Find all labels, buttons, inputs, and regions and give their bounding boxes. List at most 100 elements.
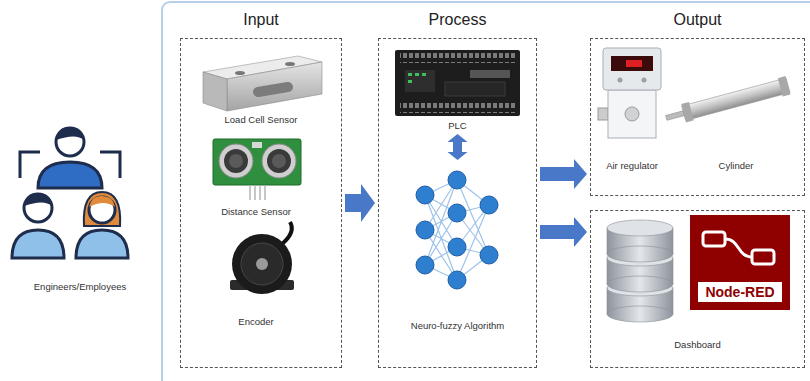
plc-picture — [395, 50, 520, 116]
node-red-logo — [725, 239, 752, 257]
air-regulator-picture — [625, 107, 639, 121]
distance-sensor-picture — [267, 149, 291, 173]
load-cell-picture — [203, 72, 227, 111]
neural-network-picture — [416, 186, 434, 204]
neural-network-picture — [425, 180, 489, 280]
neural-network-picture — [480, 196, 498, 214]
people-icon — [12, 230, 64, 258]
flow-arrow — [540, 217, 587, 247]
algorithm-item: Neuro-fuzzy Algorithm — [400, 162, 515, 332]
cylinder-picture — [681, 102, 694, 122]
distance-sensor-picture — [250, 185, 265, 200]
air-regulator-picture — [611, 56, 653, 71]
node-red-logo — [690, 215, 790, 310]
plc-picture — [415, 73, 419, 76]
plc-picture — [395, 50, 520, 116]
process-panel: PLCNeuro-fuzzy AlgorithmProcess — [378, 38, 537, 368]
database-picture — [607, 220, 673, 236]
database-picture — [607, 246, 673, 262]
air-regulator-picture — [603, 48, 661, 90]
neural-network-picture — [416, 171, 498, 289]
group-heading: Output — [591, 10, 804, 30]
encoder-picture — [282, 222, 292, 244]
people-icon — [100, 152, 120, 178]
flow-arrow — [345, 184, 375, 222]
plc-picture — [400, 103, 515, 113]
plc-picture — [470, 70, 510, 78]
sensor-item: Distance Sensor — [200, 134, 312, 218]
plc-picture — [405, 70, 435, 92]
actuator-panel: Air regulatorCylinderOutput — [590, 38, 805, 196]
actuator-item: Air regulator — [596, 44, 668, 172]
people-icon — [76, 230, 128, 258]
load-cell-picture — [203, 56, 322, 111]
cylinder-picture — [666, 111, 685, 120]
item-caption: Neuro-fuzzy Algorithm — [411, 320, 504, 332]
cylinder-picture — [682, 78, 790, 120]
distance-sensor-picture — [229, 154, 243, 168]
group-heading: Process — [379, 10, 536, 30]
group-heading: Input — [181, 10, 341, 30]
node-red-logo — [690, 215, 790, 310]
plc-picture — [408, 73, 412, 76]
logo-text: Node-RED — [698, 282, 782, 302]
load-cell-picture — [285, 62, 295, 66]
flow-arrow — [448, 134, 468, 160]
encoder-picture — [241, 243, 283, 285]
people-icon — [89, 196, 115, 207]
neural-network-picture — [416, 256, 434, 274]
load-cell-picture — [258, 87, 288, 92]
plc-picture — [445, 82, 505, 96]
logo-box: Node-RED — [690, 215, 790, 310]
distance-sensor-picture — [252, 142, 262, 148]
encoder-picture — [256, 258, 268, 270]
cylinder-picture — [778, 76, 791, 96]
item-caption: Load Cell Sensor — [225, 114, 298, 126]
distance-sensor-picture — [224, 149, 248, 173]
people-icon — [24, 193, 52, 206]
frame — [162, 2, 810, 381]
item-caption: Engineers/Employees — [34, 281, 126, 293]
neural-network-picture — [448, 238, 466, 256]
distance-sensor-picture — [262, 144, 296, 178]
air-regulator-picture — [598, 48, 661, 138]
item-caption: Cylinder — [719, 160, 754, 172]
section-caption: Dashboard — [674, 339, 720, 351]
item-caption: PLC — [448, 120, 466, 132]
distance-sensor-picture — [213, 139, 301, 185]
actuator-item: Cylinder — [672, 60, 800, 172]
people-icon — [84, 192, 120, 226]
input-panel: Load Cell SensorDistance SensorEncoderIn… — [180, 38, 342, 368]
plc-picture — [408, 80, 412, 83]
neural-network-picture — [448, 204, 466, 222]
encoder-picture — [230, 222, 294, 294]
plc-picture — [400, 53, 515, 63]
load-cell-picture — [235, 71, 245, 75]
neural-network-picture — [416, 171, 498, 289]
node-red-logo — [703, 232, 725, 246]
plc-picture — [422, 73, 426, 76]
cylinder-picture — [664, 76, 791, 127]
encoder-picture — [232, 234, 292, 294]
database-picture — [607, 276, 673, 292]
frame — [162, 2, 810, 381]
people-icon — [38, 162, 102, 188]
flow-arrow — [540, 159, 587, 189]
dashboard-panel: Node-RED Dashboard — [590, 210, 805, 368]
air-regulator-picture — [626, 60, 642, 67]
user-group: Engineers/Employees — [5, 118, 155, 293]
neural-network-picture — [448, 171, 466, 189]
load-cell-picture — [227, 62, 322, 111]
sensor-item: Encoder — [205, 222, 307, 328]
neural-network-picture — [480, 246, 498, 264]
air-regulator-picture — [608, 90, 656, 138]
distance-sensor-picture — [219, 144, 253, 178]
distance-sensor-picture — [272, 154, 286, 168]
item-caption: Air regulator — [606, 160, 658, 172]
distance-sensor-picture — [213, 139, 301, 200]
sensor-item: Load Cell Sensor — [195, 44, 327, 126]
